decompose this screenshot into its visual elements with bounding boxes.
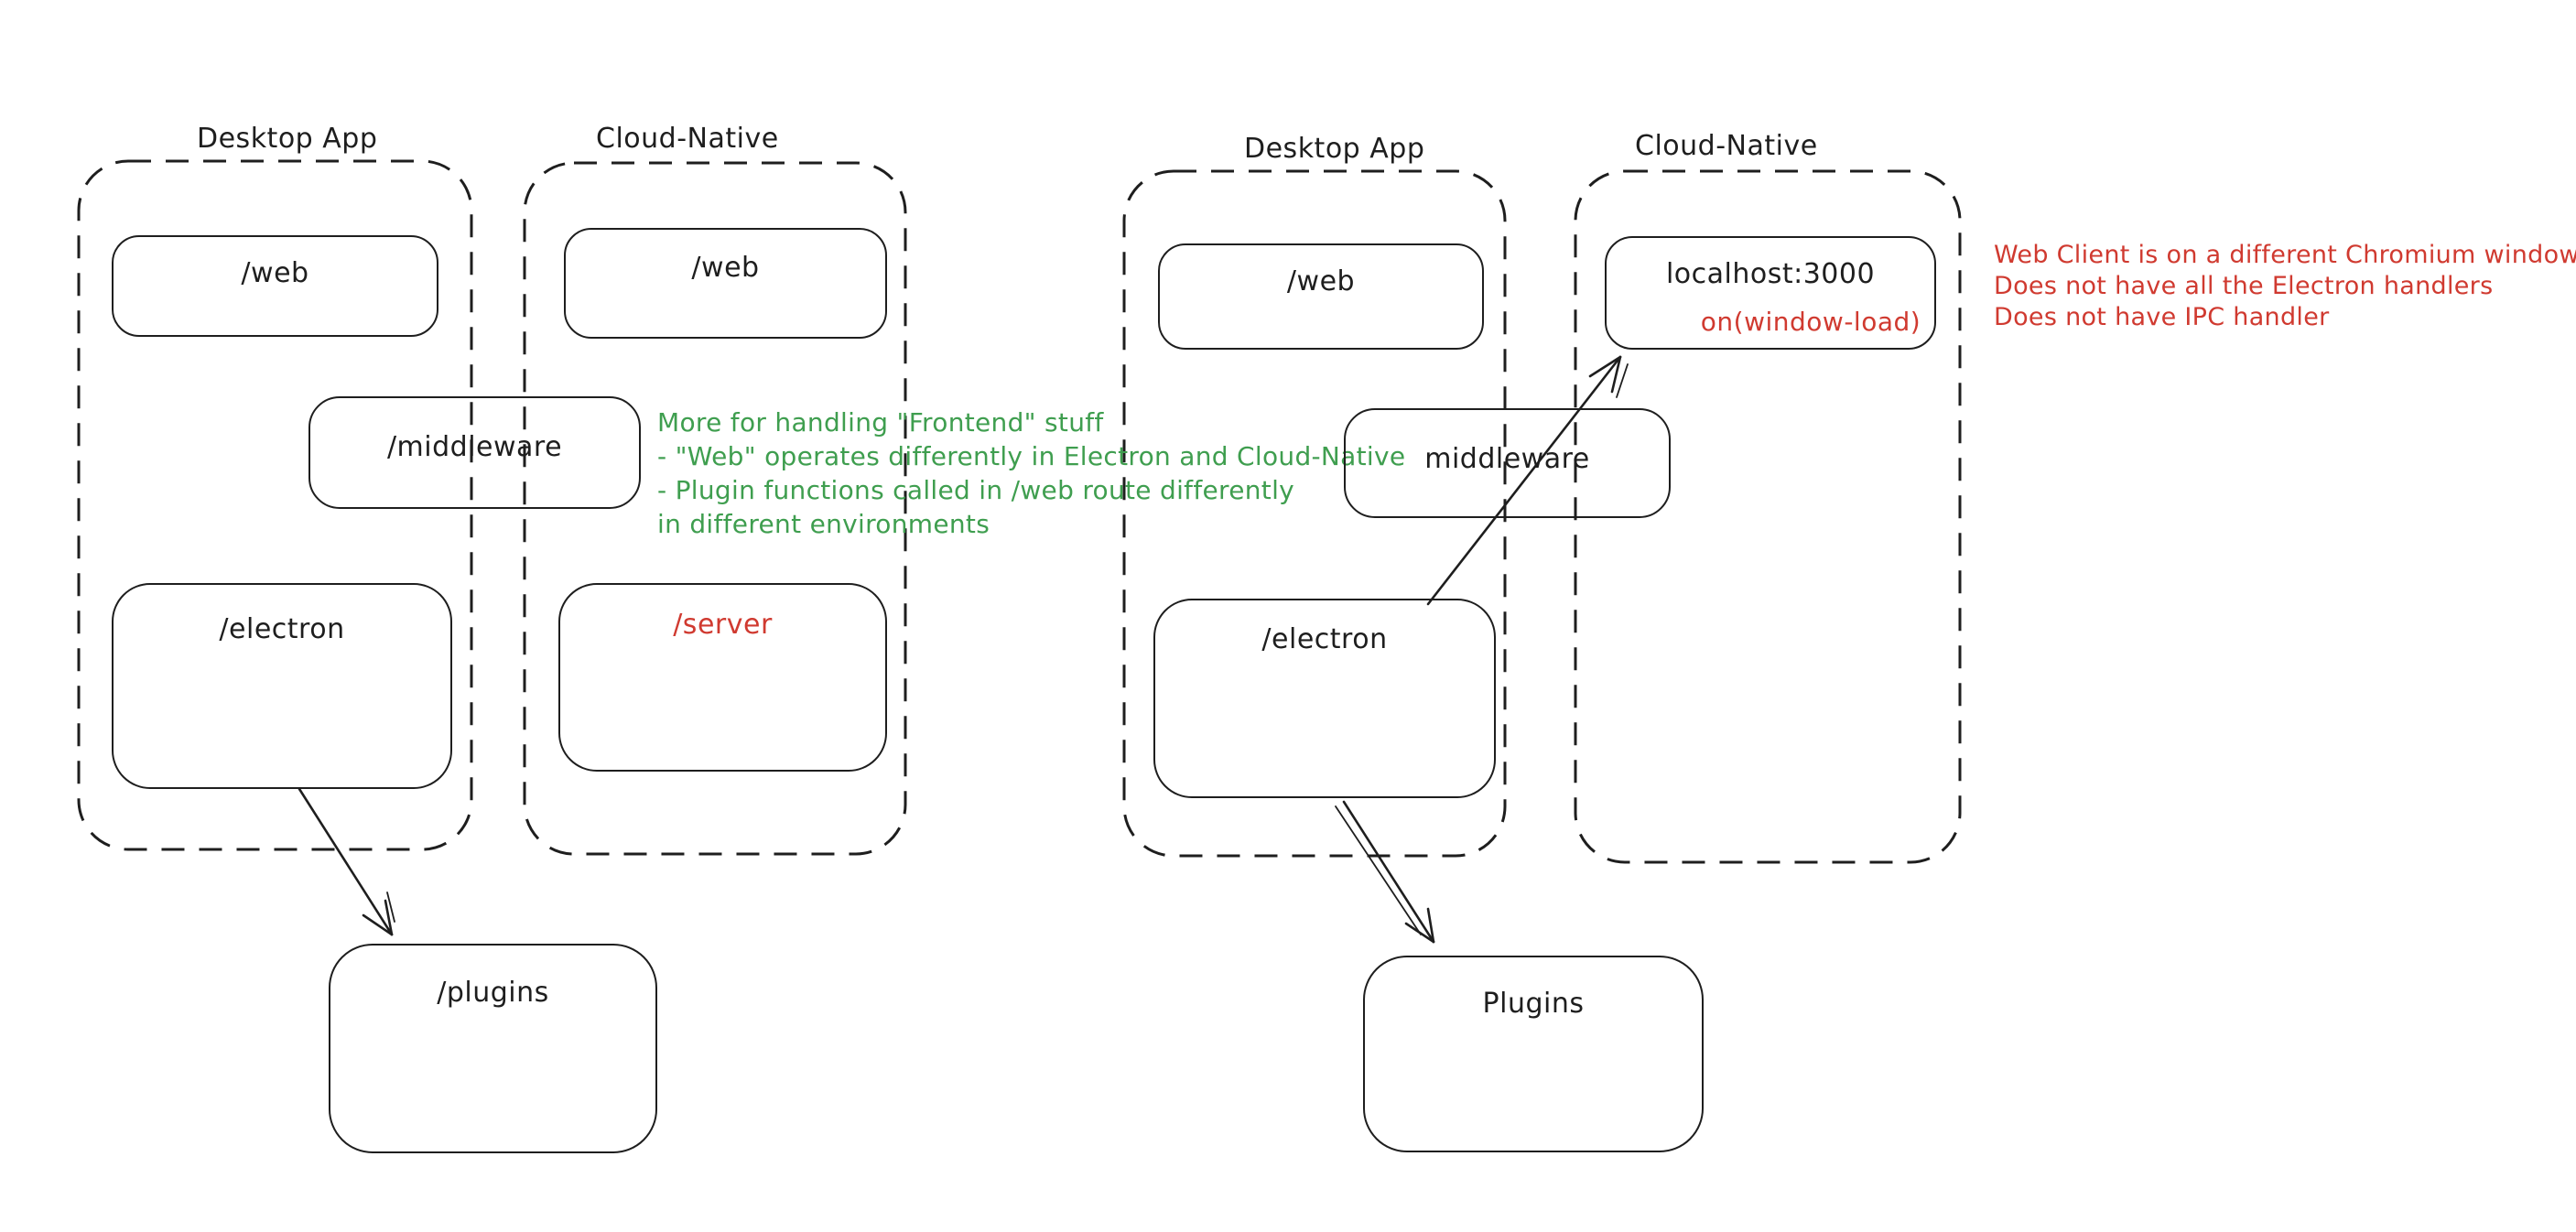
left-middleware-box: /middleware (308, 396, 641, 509)
right-web-box: /web (1158, 243, 1484, 350)
green-annotation-line: - "Web" operates differently in Electron… (657, 441, 1406, 471)
right-middleware-box-label: middleware (1424, 443, 1590, 475)
right-desktop-app-label: Desktop App (1244, 133, 1425, 165)
red-annotation-line: Web Client is on a different Chromium wi… (1994, 241, 2576, 269)
green-annotation-line: in different environments (657, 509, 990, 539)
left-middleware-box-label: /middleware (386, 431, 563, 463)
right-web-box-label: /web (1286, 265, 1356, 297)
left-cloud-web-box-label: /web (691, 252, 760, 284)
green-annotation: More for handling "Frontend" stuff - "We… (657, 405, 1405, 541)
left-server-box: /server (558, 583, 887, 772)
left-server-box-label: /server (673, 609, 773, 641)
left-plugins-box: /plugins (329, 944, 657, 1153)
green-annotation-line: More for handling "Frontend" stuff (657, 407, 1104, 438)
left-cloud-native-label: Cloud-Native (596, 123, 779, 155)
right-electron-box-label: /electron (1261, 623, 1388, 655)
arrow-electron-to-plugins-left (298, 787, 395, 936)
left-cloud-web-box: /web (564, 228, 887, 339)
red-annotation-line: Does not have IPC handler (1994, 303, 2330, 331)
left-electron-box: /electron (112, 583, 452, 789)
right-localhost-box: localhost:3000 on(window-load) (1605, 236, 1936, 350)
right-plugins-box-label: Plugins (1482, 988, 1585, 1020)
left-plugins-box-label: /plugins (437, 977, 549, 1009)
left-desktop-web-box: /web (112, 235, 438, 337)
right-plugins-box: Plugins (1363, 956, 1704, 1152)
right-localhost-window-load-label: on(window-load) (1700, 307, 1921, 337)
right-middleware-box: middleware (1344, 408, 1671, 518)
green-annotation-line: - Plugin functions called in /web route … (657, 475, 1295, 505)
right-electron-box: /electron (1153, 599, 1496, 798)
left-desktop-app-label: Desktop App (197, 123, 378, 155)
arrow-electron-to-plugins-right (1335, 800, 1435, 944)
right-cloud-native-label: Cloud-Native (1635, 130, 1818, 162)
red-annotation-line: Does not have all the Electron handlers (1994, 272, 2494, 300)
red-annotation: Web Client is on a different Chromium wi… (1994, 240, 2576, 333)
left-desktop-web-box-label: /web (241, 257, 309, 289)
right-localhost-box-label: localhost:3000 (1665, 258, 1876, 290)
left-electron-box-label: /electron (219, 613, 345, 645)
